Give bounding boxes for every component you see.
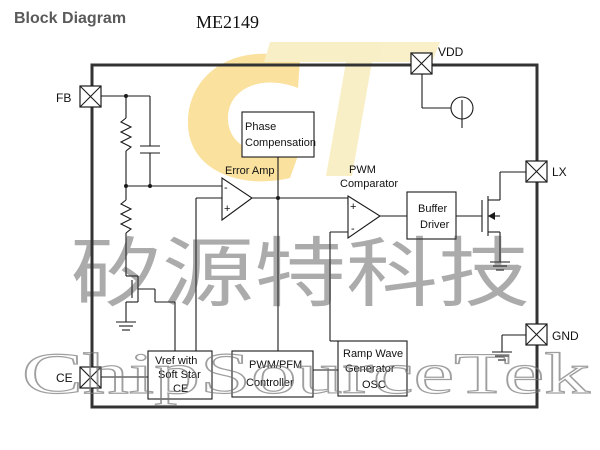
pwm-pfm-controller-block: PWM/PFM Controller	[231, 350, 314, 398]
pwm-comparator-plus: +	[350, 201, 356, 213]
pwm-pfm-line2: Controller	[246, 377, 294, 389]
buffer-driver-line1: Buffer	[418, 203, 447, 215]
error-amp-minus: -	[224, 182, 228, 194]
error-amp: Error Amp - +	[221, 165, 275, 222]
error-amp-plus: +	[224, 203, 230, 215]
pwm-comparator-line1: PWM	[349, 164, 376, 176]
phase-compensation-line2: Compensation	[245, 137, 316, 149]
pwm-pfm-line1: PWM/PFM	[249, 359, 302, 371]
buffer-driver-line2: Driver	[420, 219, 450, 231]
pin-fb-label: FB	[56, 91, 71, 105]
ramp-wave-line3: OSC	[362, 379, 386, 391]
pin-gnd-label: GND	[552, 329, 579, 343]
section-title: Block Diagram	[14, 10, 126, 27]
pin-ce-label: CE	[56, 371, 73, 385]
vref-line1: Vref with	[155, 355, 197, 367]
pin-gnd	[525, 323, 548, 346]
vref-line2: Soft Star	[158, 369, 201, 381]
watermark-chinese: 矽源特科技	[70, 229, 530, 318]
ramp-wave-line2: Generator	[345, 363, 395, 375]
vref-line3: CE	[173, 383, 188, 395]
pin-fb	[79, 85, 102, 108]
pin-lx	[525, 160, 548, 183]
phase-compensation-line1: Phase	[245, 121, 276, 133]
pin-vdd-label: VDD	[438, 45, 464, 59]
pwm-comparator-line2: Comparator	[340, 178, 398, 190]
ramp-wave-generator-block: Ramp Wave Generator OSC	[337, 340, 408, 397]
vref-softstart-block: Vref with Soft Star CE	[147, 350, 213, 400]
error-amp-label: Error Amp	[225, 165, 275, 177]
pin-lx-label: LX	[552, 165, 567, 179]
chip-boundary	[90, 63, 539, 409]
pin-vdd	[410, 52, 433, 75]
watermark-english: ChipSourceTek	[22, 341, 590, 406]
wiring	[101, 74, 526, 378]
part-number: ME2149	[196, 12, 259, 32]
chipsourcetek-logo-watermark	[187, 42, 440, 182]
buffer-driver-block: Buffer Driver	[406, 191, 457, 240]
phase-compensation-block: Phase Compensation	[241, 111, 316, 158]
pwm-comparator-minus: -	[351, 223, 355, 235]
ramp-wave-line1: Ramp Wave	[343, 348, 403, 360]
pwm-comparator: PWM Comparator + -	[340, 164, 398, 240]
